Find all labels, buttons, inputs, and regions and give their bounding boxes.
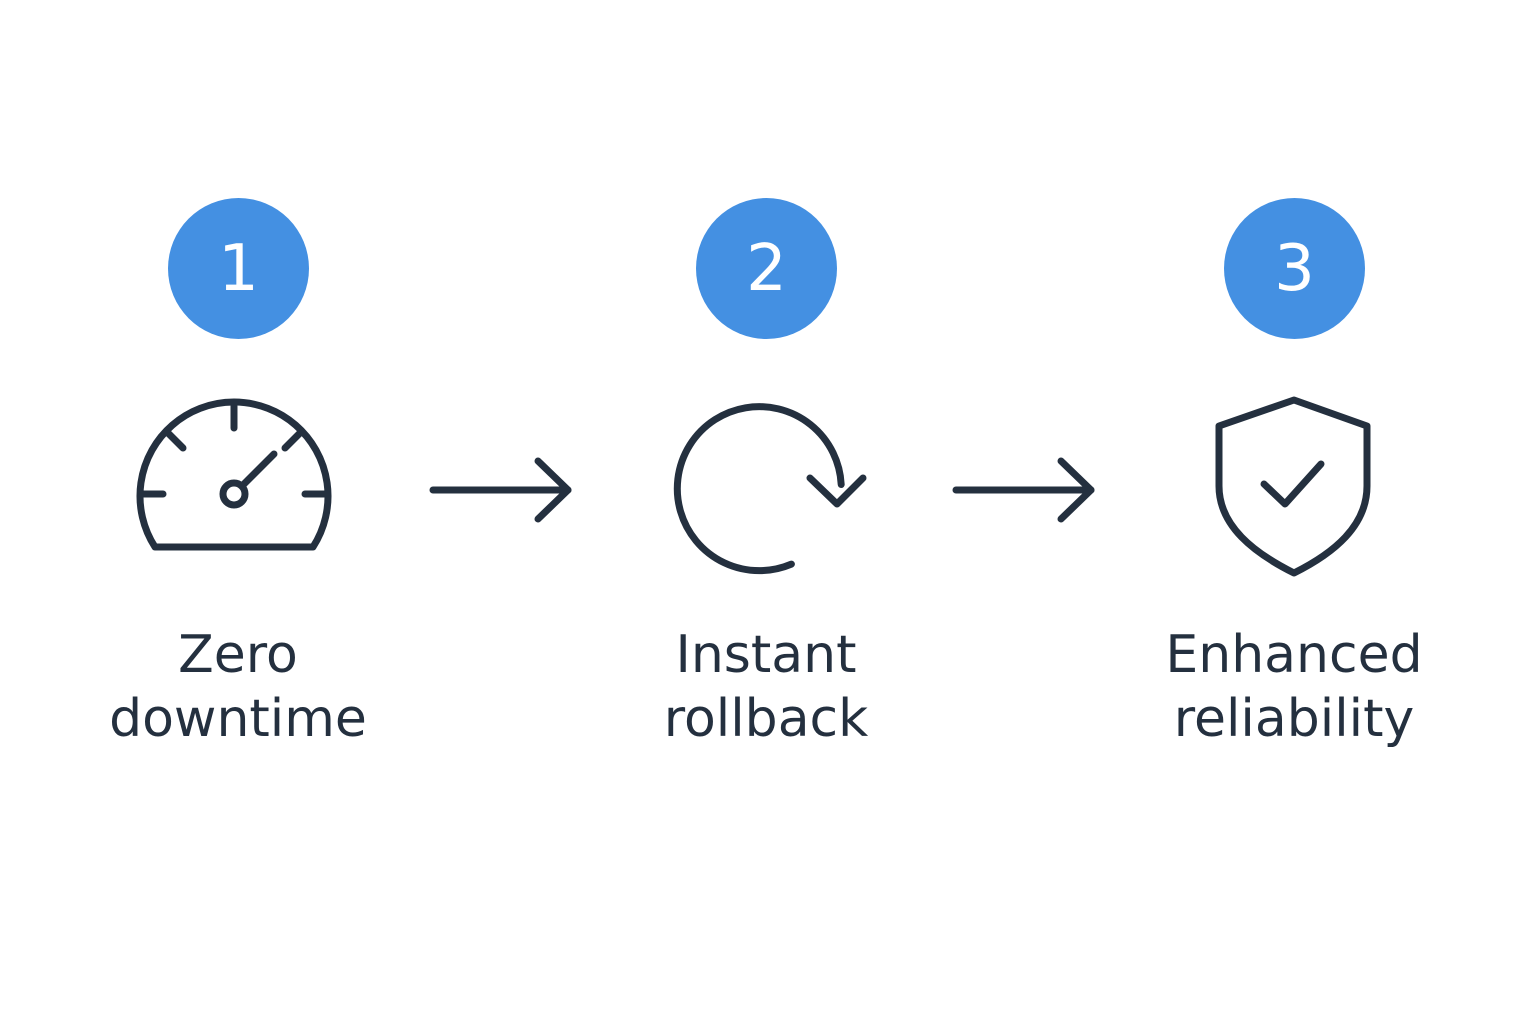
- step-label-line-2: downtime: [109, 689, 367, 749]
- step-label-line-1: Instant: [675, 625, 857, 685]
- refresh-icon: [656, 393, 876, 593]
- step-label: Instant rollback: [566, 623, 966, 751]
- speedometer-icon: [128, 393, 348, 593]
- step-label-line-1: Enhanced: [1165, 625, 1423, 685]
- step-number-badge: 3: [1224, 198, 1365, 339]
- arrow-right-icon: [951, 455, 1101, 525]
- step-label: Zero downtime: [38, 623, 438, 751]
- step-number-badge: 2: [696, 198, 837, 339]
- step-zero-downtime: 1 Zero downtime: [38, 198, 438, 758]
- step-label-line-2: reliability: [1173, 689, 1415, 749]
- shield-check-icon: [1184, 393, 1404, 593]
- step-label: Enhanced reliability: [1094, 623, 1494, 751]
- step-instant-rollback: 2 Instant rollback: [566, 198, 966, 758]
- step-label-line-2: rollback: [663, 689, 869, 749]
- step-enhanced-reliability: 3 Enhanced reliability: [1094, 198, 1494, 758]
- arrow-right-icon: [428, 455, 578, 525]
- step-label-line-1: Zero: [178, 625, 298, 685]
- step-number-badge: 1: [168, 198, 309, 339]
